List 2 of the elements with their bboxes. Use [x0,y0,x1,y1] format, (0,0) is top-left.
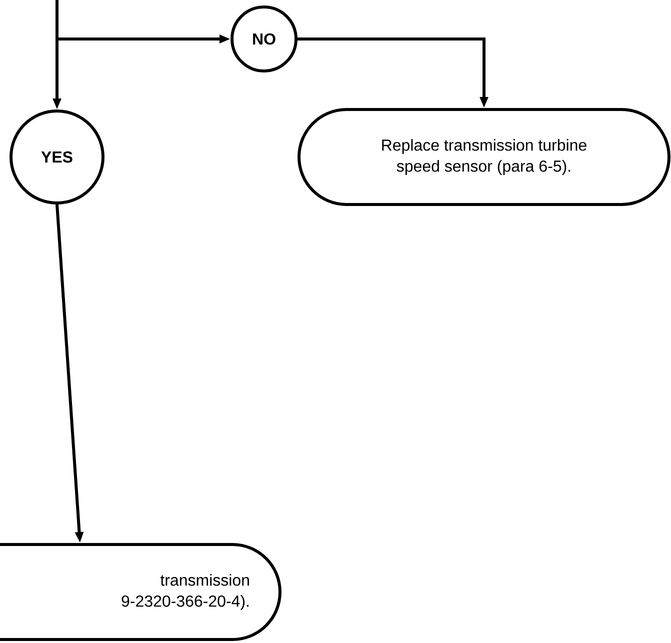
action-box: transmission 9-2320-366-20-4). [0,543,282,641]
action-box: Replace transmission turbine speed sensor (para 6-5). [298,108,670,206]
